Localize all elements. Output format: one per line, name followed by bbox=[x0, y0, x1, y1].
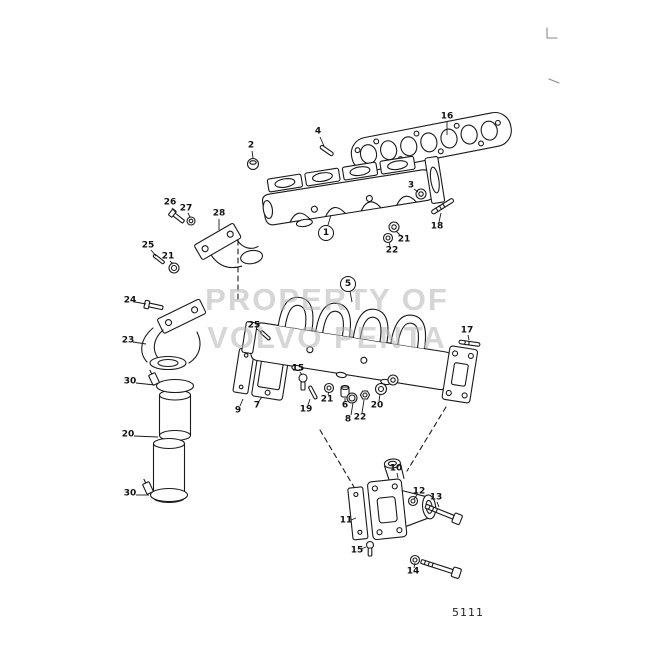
callout-leader-line bbox=[256, 328, 263, 334]
callout-leader-line bbox=[135, 382, 156, 386]
callout-leader-line bbox=[438, 212, 442, 223]
washer-21-top-drawing bbox=[388, 221, 400, 233]
callout-leader-line bbox=[133, 435, 159, 438]
callout-leader-line bbox=[349, 290, 353, 303]
callout-leader-line bbox=[436, 501, 440, 508]
callout-leader-line bbox=[187, 212, 191, 218]
callout-leader-line bbox=[413, 188, 419, 193]
bolt-24-drawing bbox=[143, 299, 164, 311]
ring-21-left-drawing bbox=[168, 262, 180, 274]
elbow-28-drawing bbox=[194, 223, 263, 269]
hose-clamp-30-bottom-drawing bbox=[142, 478, 189, 503]
figure-number: 5111 bbox=[452, 606, 484, 619]
plug-2-drawing bbox=[246, 157, 260, 171]
washer-20-mid-drawing bbox=[374, 382, 388, 396]
stud-18-drawing bbox=[431, 198, 455, 215]
sensor-15-bottom-drawing bbox=[365, 540, 375, 557]
callout-leader-line bbox=[307, 398, 311, 406]
callout-leader-lines bbox=[132, 122, 470, 569]
callout-leader-line bbox=[299, 371, 303, 376]
plug-6-drawing bbox=[340, 384, 350, 398]
exhaust-manifold-1-drawing bbox=[261, 155, 446, 228]
callout-leader-line bbox=[150, 249, 157, 257]
callout-leader-line bbox=[239, 398, 244, 407]
callout-leader-line bbox=[378, 393, 381, 402]
callout-leader-line bbox=[467, 334, 470, 341]
callout-leader-line bbox=[413, 562, 416, 569]
nut-22-mid-drawing bbox=[359, 390, 371, 400]
callout-leader-line bbox=[350, 517, 357, 521]
callout-leader-line bbox=[134, 301, 147, 305]
bolt-13-drawing bbox=[424, 503, 463, 526]
stud-25-left-drawing bbox=[152, 253, 165, 265]
callout-leader-line bbox=[251, 150, 254, 159]
stud-19-drawing bbox=[308, 385, 318, 400]
ring-8-drawing bbox=[346, 392, 358, 404]
washer-3-drawing bbox=[415, 188, 427, 200]
print-registration-marks bbox=[546, 27, 560, 84]
washer-12-drawing bbox=[407, 495, 419, 507]
stud-4-drawing bbox=[319, 144, 334, 157]
washer-22-top-drawing bbox=[382, 232, 394, 244]
stud-17-drawing bbox=[458, 339, 481, 347]
alignment-dashed-lines bbox=[237, 239, 447, 488]
callout-leader-line bbox=[171, 207, 177, 214]
bolt-26-drawing bbox=[168, 208, 185, 224]
callout-leader-line bbox=[388, 241, 391, 247]
washer-27-drawing bbox=[186, 216, 196, 226]
stud-25-mid-drawing bbox=[259, 330, 271, 341]
hose-pipe-20-drawing bbox=[152, 389, 192, 504]
callout-leader-line bbox=[360, 546, 367, 550]
callout-leader-line bbox=[327, 214, 332, 226]
callout-leader-line bbox=[361, 399, 365, 414]
callout-leader-line bbox=[396, 472, 399, 479]
washer-small-drawing bbox=[387, 374, 399, 386]
callout-leader-line bbox=[350, 402, 354, 416]
bolt-14-drawing bbox=[420, 559, 462, 579]
callout-leader-line bbox=[327, 391, 330, 396]
sensor-15-mid-drawing bbox=[298, 373, 308, 391]
callout-leader-line bbox=[413, 494, 418, 500]
washer-21-mid-drawing bbox=[323, 382, 335, 394]
callout-leader-line bbox=[132, 341, 147, 345]
housing-10-drawing bbox=[347, 458, 437, 541]
callout-leader-line bbox=[169, 260, 174, 265]
intake-manifold-5-drawing bbox=[241, 296, 479, 404]
callout-leader-line bbox=[258, 396, 263, 402]
callout-leader-line bbox=[319, 136, 325, 147]
callout-leader-line bbox=[395, 230, 402, 237]
elbow-23-drawing bbox=[141, 298, 207, 371]
hose-clamp-30-top-drawing bbox=[148, 369, 195, 394]
